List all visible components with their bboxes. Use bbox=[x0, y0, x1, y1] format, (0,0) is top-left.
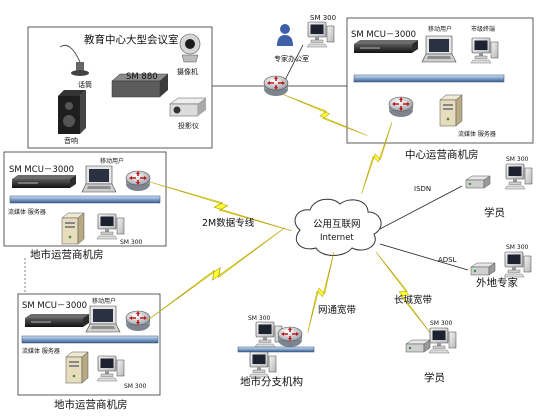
city1-terminal-label: SM 300 bbox=[120, 239, 143, 246]
remote-expert-label: 外地专家 bbox=[476, 276, 518, 289]
student-cable: SM 300 学员 bbox=[405, 320, 457, 384]
city1-mcu-icon bbox=[12, 175, 76, 188]
sm880-label: SM 880 bbox=[126, 72, 158, 82]
student2-terminal-label: SM 300 bbox=[430, 320, 453, 327]
camera-label: 摄像机 bbox=[177, 67, 198, 76]
student1-label: 学员 bbox=[484, 206, 505, 219]
city1-room-title: 地市运营商机房 bbox=[30, 248, 104, 261]
dedicated-line-label: 2M数据专线 bbox=[202, 217, 255, 229]
expert-person-icon bbox=[277, 24, 293, 46]
internet-label-cn: 公用互联网 bbox=[313, 219, 361, 230]
speaker-label: 音响 bbox=[64, 136, 78, 145]
city2-stream-label: 流媒体 服务器 bbox=[22, 347, 60, 355]
mic-label: 话筒 bbox=[78, 80, 92, 89]
expert-office: SM 300 专家办公室 bbox=[274, 14, 336, 63]
broadband-label: 网通宽带 bbox=[318, 304, 357, 316]
conference-room-title: 教育中心大型会议室 bbox=[84, 33, 179, 46]
internet-label-en: Internet bbox=[320, 233, 354, 243]
internet-cloud: 公用互联网 Internet bbox=[294, 198, 382, 256]
city2-mobile-label: 移动用户 bbox=[92, 297, 116, 305]
city2-room-title: 地市运营商机房 bbox=[54, 398, 128, 411]
student1-stb-icon bbox=[465, 175, 491, 189]
city1-stream-label: 流媒体 服务器 bbox=[8, 208, 46, 216]
central-laptop-icon bbox=[421, 35, 457, 63]
central-lan-bus bbox=[353, 74, 505, 83]
branch-label: 地市分支机构 bbox=[240, 375, 303, 388]
city-room-2: SM MCU－3000 移动用户 流媒体 服务器 SM 300 bbox=[17, 293, 161, 396]
branch-terminal2-icon bbox=[248, 351, 277, 378]
city2-router-icon bbox=[125, 310, 151, 332]
conference-room: 教育中心大型会议室 话筒 音响 SM 880 摄像机 bbox=[27, 26, 213, 149]
remote-expert-terminal-icon bbox=[503, 251, 532, 278]
projector-label: 投影仪 bbox=[178, 121, 199, 130]
central-room-title: 中心运营商机房 bbox=[405, 148, 479, 161]
city2-stream-server-icon bbox=[65, 351, 89, 384]
sm880-codec-icon bbox=[111, 73, 169, 98]
branch-terminal-label: SM 300 bbox=[248, 315, 271, 322]
city1-mcu-label: SM MCU－3000 bbox=[9, 165, 74, 175]
bolt-branch bbox=[303, 250, 339, 335]
city1-router-icon bbox=[125, 170, 151, 192]
central-mobile-label: 移动用户 bbox=[428, 25, 452, 33]
central-stream-server-icon bbox=[439, 94, 463, 127]
student2-stb-icon bbox=[405, 339, 431, 353]
speaker-icon bbox=[58, 90, 86, 134]
remote-expert-stb-icon bbox=[470, 262, 496, 276]
city1-stream-server-icon bbox=[61, 212, 85, 245]
bolt-city2-internet bbox=[145, 223, 288, 324]
city2-mcu-label: SM MCU－3000 bbox=[22, 301, 87, 311]
student1-terminal-icon bbox=[504, 163, 533, 190]
expert-terminal-label: SM 300 bbox=[310, 14, 336, 22]
remote-expert-terminal-label: SM 300 bbox=[506, 244, 529, 251]
city2-laptop-icon bbox=[85, 305, 121, 333]
city1-laptop-icon bbox=[81, 165, 117, 193]
isdn-label: ISDN bbox=[414, 185, 431, 193]
city2-terminal-label: SM 300 bbox=[124, 383, 147, 390]
branch-router-icon bbox=[277, 326, 303, 348]
student-isdn: SM 300 学员 bbox=[465, 156, 533, 219]
expert-office-label: 专家办公室 bbox=[274, 54, 309, 63]
camera-icon bbox=[179, 33, 201, 63]
microphone-icon bbox=[59, 44, 89, 76]
central-operator-room: SM MCU－3000 移动用户 市级终端 流媒体 服务器 bbox=[346, 17, 534, 144]
city1-mobile-label: 移动用户 bbox=[100, 157, 124, 165]
central-stream-label: 流媒体 服务器 bbox=[458, 130, 496, 138]
central-mcu-label: SM MCU－3000 bbox=[351, 30, 416, 40]
remote-expert: SM 300 外地专家 bbox=[470, 244, 532, 289]
central-city-terminal-label: 市级终端 bbox=[471, 25, 495, 33]
projector-icon bbox=[169, 97, 207, 117]
city2-lan-bus bbox=[21, 335, 159, 344]
central-router-icon bbox=[388, 96, 414, 118]
branch-lan-bus bbox=[237, 346, 315, 353]
city2-mcu-icon bbox=[25, 314, 89, 327]
conference-router-icon bbox=[263, 75, 289, 97]
branch-office: SM 300 地市分支机构 bbox=[237, 315, 315, 388]
city1-lan-bus bbox=[9, 195, 161, 204]
bolt-student2 bbox=[372, 249, 436, 338]
central-mcu-icon bbox=[354, 40, 418, 53]
student1-terminal-label: SM 300 bbox=[506, 156, 529, 163]
student2-terminal-icon bbox=[428, 327, 457, 354]
adsl-label: ADSL bbox=[438, 256, 457, 264]
student2-label: 学员 bbox=[424, 371, 445, 384]
expert-terminal-icon bbox=[306, 21, 335, 48]
city-room-1: SM MCU－3000 移动用户 流媒体 服务器 SM 300 bbox=[3, 151, 167, 247]
cable-broadband-label: 长城宽带 bbox=[394, 294, 433, 306]
